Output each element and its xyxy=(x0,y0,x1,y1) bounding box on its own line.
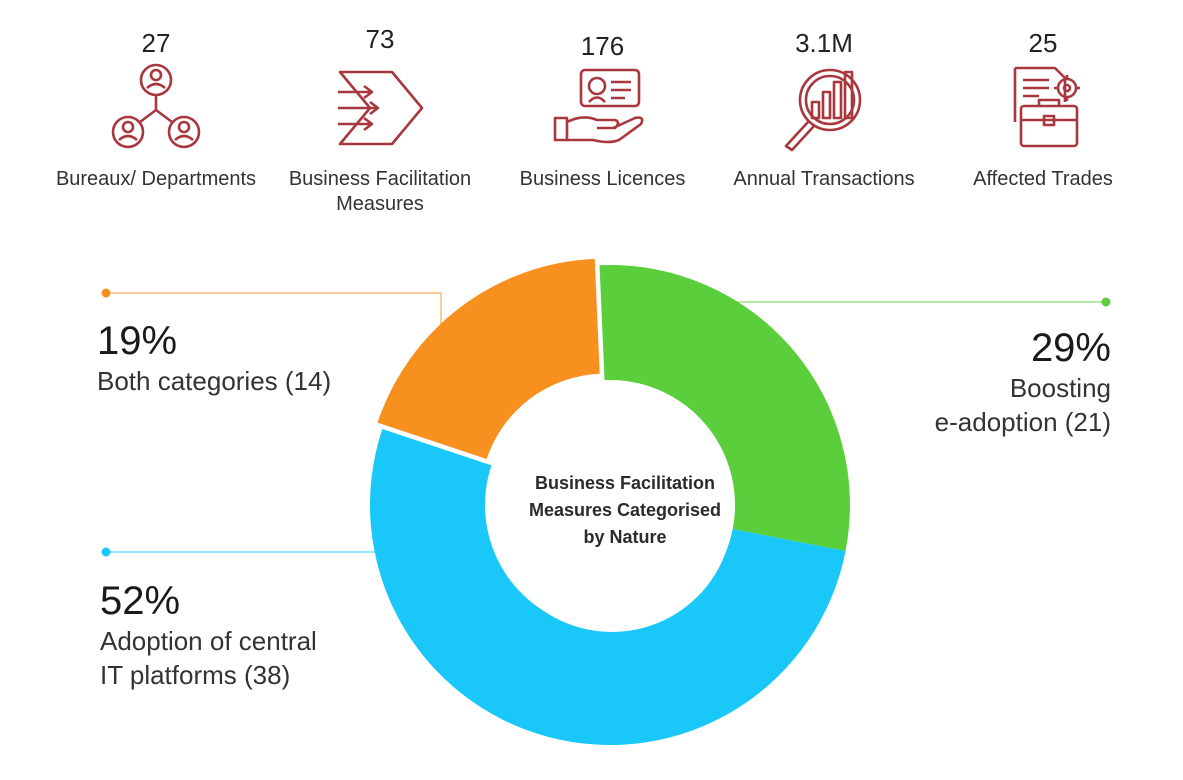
callout-label-line: IT platforms (38) xyxy=(100,660,291,690)
callout-label: Boosting e-adoption (21) xyxy=(935,371,1111,439)
callout-label-line: Boosting xyxy=(1009,373,1111,403)
donut-slice-boosting-e-adoption xyxy=(599,265,850,552)
stat-label-line: Measures xyxy=(336,193,424,215)
stat-label-line: Affected Trades xyxy=(973,168,1113,190)
stat-value: 25 xyxy=(1028,28,1058,58)
donut-slice-both-categories xyxy=(377,258,600,460)
stat-value: 176 xyxy=(580,31,625,61)
stat-label-line: Business Facilitation xyxy=(288,168,472,190)
briefcase-document-icon xyxy=(993,62,1093,154)
donut-slice-adoption-central-it xyxy=(370,429,846,745)
stat-label-line: Bureaux/ Departments xyxy=(55,168,257,190)
leader-dot-adoption-central-it xyxy=(101,547,111,557)
chart-title: Business Facilitation Measures Categoris… xyxy=(505,470,745,551)
people-network-icon xyxy=(106,62,206,154)
licence-card-hand-icon xyxy=(553,62,653,154)
stats-row: 27 Bureaux/ Departments 73 Business Faci… xyxy=(0,0,1183,230)
callout-label: Both categories (14) xyxy=(97,364,331,398)
stat-label: Bureaux/ Departments xyxy=(40,167,272,192)
donut-chart xyxy=(101,258,1111,745)
leader-dot-both-categories xyxy=(101,288,111,298)
callout-label-line: e-adoption (21) xyxy=(934,407,1111,437)
callout-both-categories: 19% Both categories (14) xyxy=(97,318,331,398)
callout-boosting-e-adoption: 29% Boosting e-adoption (21) xyxy=(935,325,1111,439)
magnifier-bar-chart-icon xyxy=(774,62,874,154)
callout-adoption-central-it: 52% Adoption of central IT platforms (38… xyxy=(100,578,317,692)
stat-label: Business Licences xyxy=(505,167,700,192)
donut-center xyxy=(491,390,733,632)
callout-percent: 52% xyxy=(100,579,181,623)
chart-title-line: Business Facilitation xyxy=(534,473,716,493)
callout-label: Adoption of central IT platforms (38) xyxy=(100,624,317,692)
arrows-right-icon xyxy=(330,62,430,154)
callout-percent: 29% xyxy=(1030,326,1111,370)
callout-label-line: Adoption of central xyxy=(100,626,317,656)
stat-label-line: Business Licences xyxy=(519,168,686,190)
stat-label: Business Facilitation Measures xyxy=(275,167,485,217)
callout-label-line: Both categories (14) xyxy=(97,366,332,396)
stat-value: 27 xyxy=(141,28,171,58)
leader-dot-boosting-e-adoption xyxy=(1101,297,1111,307)
stat-label-line: Annual Transactions xyxy=(733,168,915,190)
stat-value: 73 xyxy=(365,24,395,54)
chart-title-line: Measures Categorised xyxy=(528,500,722,520)
stat-label: Annual Transactions xyxy=(722,167,926,192)
callout-percent: 19% xyxy=(97,319,178,363)
stat-label: Affected Trades xyxy=(960,167,1126,192)
stat-value: 3.1M xyxy=(795,28,853,58)
chart-title-line: by Nature xyxy=(583,527,667,547)
